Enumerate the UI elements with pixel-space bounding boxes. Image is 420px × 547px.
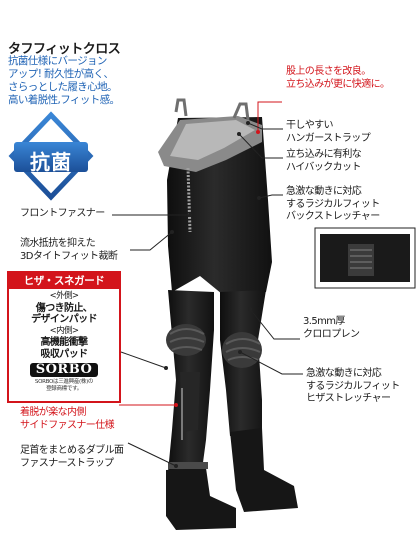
product-intro: 抗菌仕様にバージョン アップ! 耐久性が高く、 さらっとした履き心地。 高い着脱… xyxy=(8,55,138,107)
callout-strap: 干しやすい ハンガーストラップ xyxy=(286,120,371,145)
callout-line: 干しやすい xyxy=(286,120,334,131)
callout-thigh: 股上の長さを改良。 立ち込みが更に快適に。 xyxy=(286,66,390,91)
product-title: タフフィットクロス xyxy=(8,42,121,57)
callout-line: するラジカルフィット xyxy=(306,380,400,392)
note-line: 登録商標です。 xyxy=(46,385,82,392)
inner-line: 高機能衝撃 xyxy=(40,337,89,348)
callout-line: するラジカルフィット xyxy=(286,198,380,210)
wader-body xyxy=(158,98,298,530)
intro-line: さらっとした履き心地。 xyxy=(8,81,118,93)
callout-line: ハイバックカット xyxy=(286,161,361,173)
knee-guard-header: ヒザ・スネガード xyxy=(9,273,119,289)
leader-highback xyxy=(238,133,283,159)
outer-line: デザインパッド xyxy=(31,314,97,325)
leader-back-stretcher xyxy=(258,194,283,199)
callout-line: 足首をまとめるダブル面 xyxy=(20,445,124,456)
sorbo-note: SORBOは三進興産(株)の 登録商標です。 xyxy=(9,379,119,393)
callout-knee-stretcher: 急激な動きに対応 するラジカルフィット ヒザストレッチャー xyxy=(306,368,400,406)
intro-line: アップ! 耐久性が高く、 xyxy=(8,68,114,80)
leader-knee-guard xyxy=(120,351,167,369)
leader-knee-stretcher xyxy=(239,351,303,375)
callout-line: 急激な動きに対応 xyxy=(306,368,382,379)
callout-line: 着脱が楽な内側 xyxy=(20,407,86,418)
leader-strap xyxy=(247,122,283,130)
note-line: SORBOは三進興産(株)の xyxy=(34,378,94,385)
callout-line: ハンガーストラップ xyxy=(286,132,371,144)
back-stretcher-inset xyxy=(314,227,416,289)
callout-line: 立ち込みが更に快適に。 xyxy=(286,78,390,90)
callout-front-zipper: フロントファスナー xyxy=(20,208,105,219)
knee-guard-body: <外側> 傷つき防止、 デザインパッド <内側> 高機能衝撃 吸収パッド SOR… xyxy=(9,289,119,393)
callout-line: ファスナーストラップ xyxy=(20,457,114,469)
callout-back-stretcher: 急激な動きに対応 するラジカルフィット バックストレッチャー xyxy=(286,186,380,224)
leader-ankle-strap xyxy=(127,442,177,467)
callout-line: サイドファスナー仕様 xyxy=(20,419,115,431)
intro-line: 高い着脱性,フィット感。 xyxy=(8,94,120,106)
antibacterial-badge-icon xyxy=(8,111,94,201)
callout-highback: 立ち込みに有利な ハイバックカット xyxy=(286,149,362,174)
badge-label: 抗菌 xyxy=(30,150,72,174)
sorbo-logo: SORBO xyxy=(29,363,99,377)
callout-line: 立ち込みに有利な xyxy=(286,149,362,160)
leader-neoprene xyxy=(249,308,300,340)
inner-line: 吸収パッド xyxy=(40,348,89,360)
callout-line: 流水抵抗を抑えた xyxy=(20,238,96,249)
outer-label: <外側> xyxy=(49,291,79,301)
leader-thigh xyxy=(257,101,282,130)
outer-line: 傷つき防止、 xyxy=(35,302,93,314)
callout-line: クロロプレン xyxy=(303,328,360,340)
callout-line: 3.5mm厚 xyxy=(303,316,345,327)
callout-ankle-strap: 足首をまとめるダブル面 ファスナーストラップ xyxy=(20,445,124,470)
callout-line: 股上の長さを改良。 xyxy=(286,66,371,77)
callout-line: ヒザストレッチャー xyxy=(306,393,391,404)
callout-line: 急激な動きに対応 xyxy=(286,186,362,197)
callout-side-zipper: 着脱が楽な内側 サイドファスナー仕様 xyxy=(20,407,115,432)
intro-line: 抗菌仕様にバージョン xyxy=(8,55,107,67)
inner-label: <内側> xyxy=(49,325,79,336)
knee-guard-box: ヒザ・スネガード <外側> 傷つき防止、 デザインパッド <内側> 高機能衝撃 … xyxy=(7,271,121,403)
leader-cut xyxy=(130,231,173,251)
callout-line: バックストレッチャー xyxy=(286,211,380,222)
callout-cut: 流水抵抗を抑えた 3Dタイトフィット裁断 xyxy=(20,238,118,263)
callout-neoprene: 3.5mm厚 クロロプレン xyxy=(303,316,360,341)
callout-line: 3Dタイトフィット裁断 xyxy=(20,250,118,262)
